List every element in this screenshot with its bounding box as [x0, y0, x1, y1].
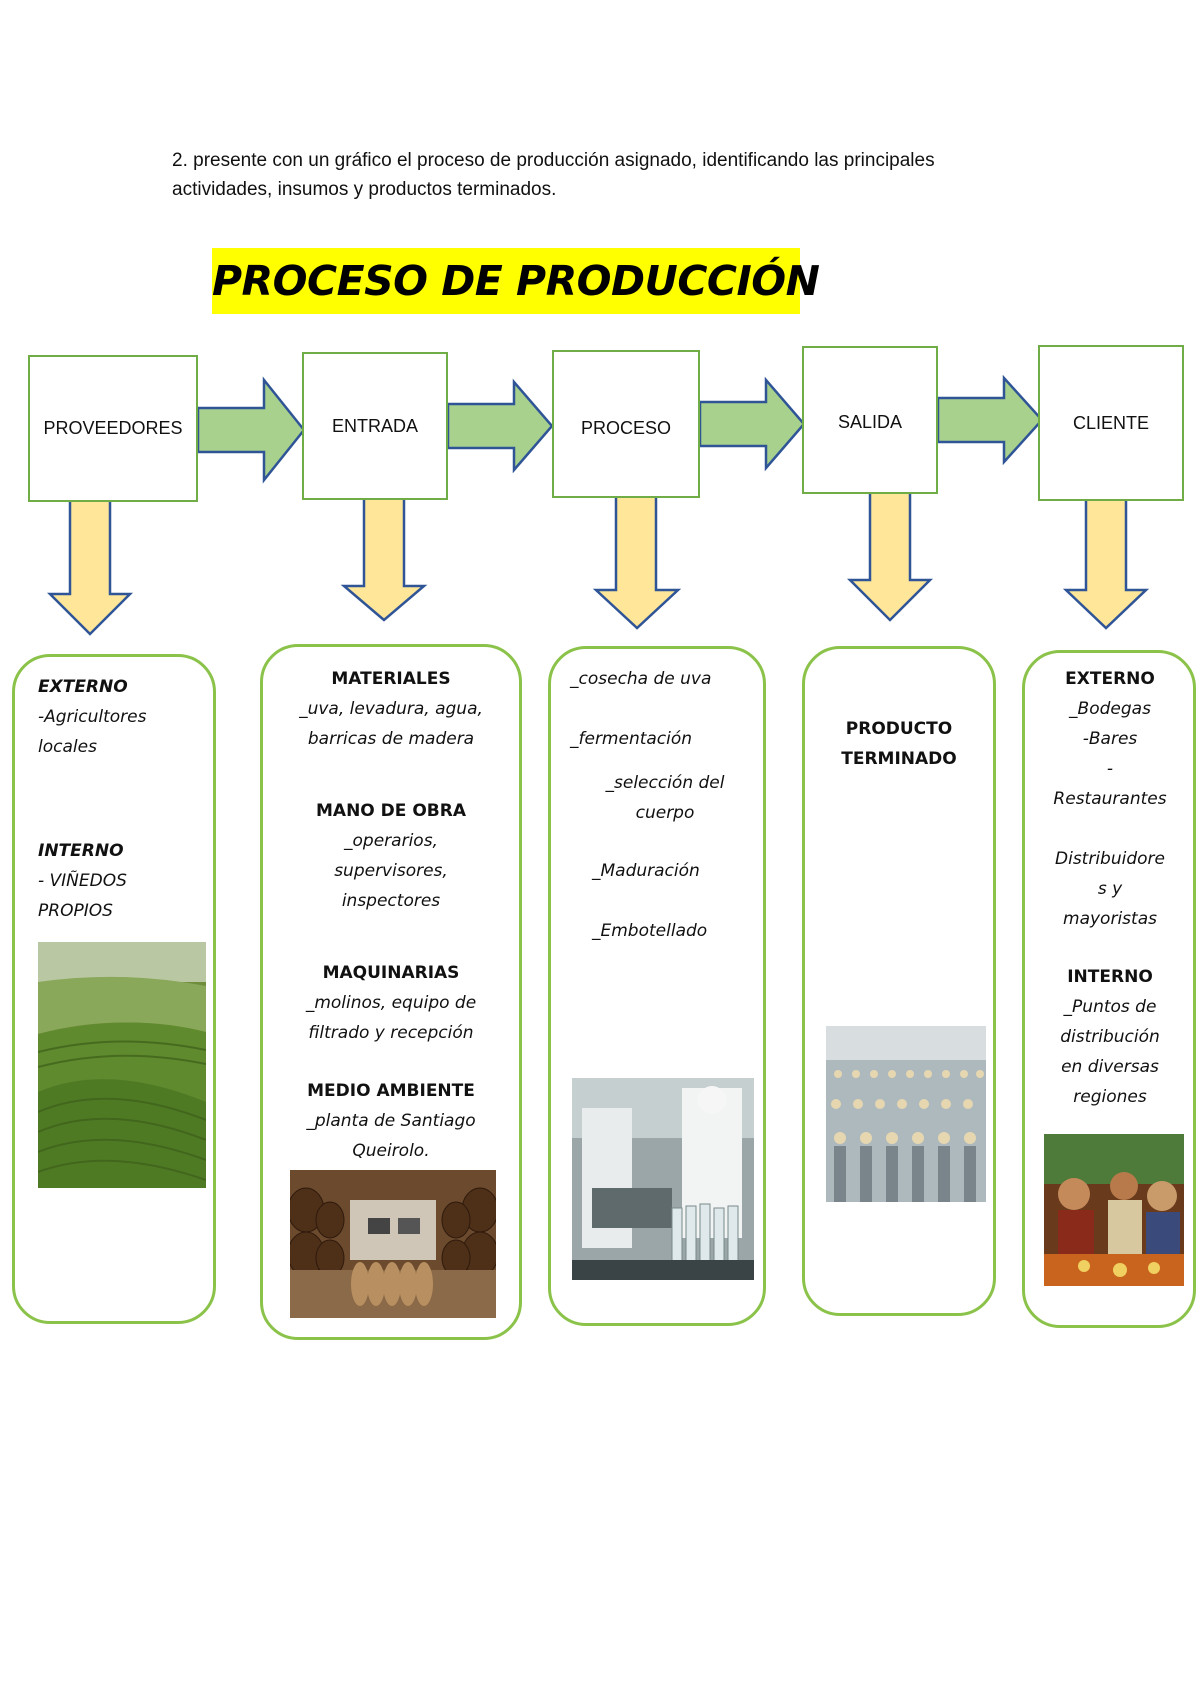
flow-arrow-2: [446, 378, 554, 474]
stage-label-cliente: CLIENTE: [1072, 412, 1150, 433]
entrada-maquinarias-heading: MAQUINARIAS: [322, 963, 460, 983]
page-title: PROCESO DE PRODUCCIÓN: [212, 248, 820, 314]
proveedores-externo-line-2: locales: [38, 737, 97, 757]
stage-label-proceso: PROCESO: [580, 418, 672, 438]
stage-box-salida: SALIDA: [802, 346, 938, 494]
cliente-externo-distribuidores-line-3: mayoristas: [1063, 909, 1157, 929]
proceso-step-fermentacion: _fermentación: [570, 729, 693, 749]
entrada-medio-ambiente-line-2: Queirolo.: [352, 1141, 430, 1161]
bottling-line-photo: [572, 1078, 754, 1280]
cliente-interno-line-1: _Puntos de: [1063, 997, 1157, 1017]
entrada-medio-ambiente-line-1: _planta de Santiago: [306, 1111, 476, 1131]
proceso-step-maduracion: _Maduración: [592, 861, 700, 881]
stage-box-entrada: ENTRADA: [302, 352, 448, 500]
stage-label-entrada: ENTRADA: [331, 415, 418, 436]
proveedores-interno-line-2: PROPIOS: [38, 901, 113, 921]
stage-label-proveedores: PROVEEDORES: [43, 418, 183, 438]
panel-entrada-text: MATERIALES _uva, levadura, agua, barrica…: [268, 664, 514, 1166]
panel-proceso-text: _cosecha de uva _fermentación _selección…: [570, 664, 760, 946]
cliente-externo-distribuidores-line-2: s y: [1097, 879, 1123, 899]
entrada-maquinarias-line-2: filtrado y recepción: [308, 1023, 474, 1043]
cliente-externo-dash: -: [1106, 759, 1114, 779]
stage-label-salida: SALIDA: [837, 412, 903, 432]
down-arrow-1: [46, 478, 134, 636]
entrada-materiales-line-1: _uva, levadura, agua,: [299, 699, 483, 719]
entrada-materiales-line-2: barricas de madera: [307, 729, 475, 749]
bottles-photo: [826, 1026, 986, 1202]
entrada-mano-obra-heading: MANO DE OBRA: [316, 801, 466, 821]
cliente-externo-heading: EXTERNO: [1065, 669, 1155, 689]
stage-box-proceso: PROCESO: [552, 350, 700, 498]
customers-photo: [1044, 1134, 1184, 1286]
instruction-line-1: 2. presente con un gráfico el proceso de…: [172, 150, 935, 171]
cliente-externo-restaurantes: Restaurantes: [1053, 789, 1167, 809]
proveedores-externo-line-1: -Agricultores: [38, 707, 147, 727]
proveedores-externo-heading: EXTERNO: [38, 677, 128, 697]
entrada-materiales-heading: MATERIALES: [331, 669, 451, 689]
flow-arrow-4: [936, 374, 1044, 466]
stage-box-cliente: CLIENTE: [1038, 345, 1184, 501]
entrada-mano-obra-line-3: inspectores: [341, 891, 441, 911]
proceso-step-cosecha: _cosecha de uva: [570, 669, 712, 689]
panel-salida-text: PRODUCTO TERMINADO: [812, 714, 986, 774]
flow-arrow-1: [196, 376, 306, 484]
cliente-externo-bodegas: _Bodegas: [1069, 699, 1151, 719]
cliente-externo-distribuidores-line-1: Distribuidore: [1055, 849, 1165, 869]
proceso-step-embotellado: _Embotellado: [592, 921, 708, 941]
proveedores-interno-line-1: - VIÑEDOS: [38, 871, 127, 891]
flow-arrow-3: [698, 376, 806, 472]
entrada-maquinarias-line-1: _molinos, equipo de: [305, 993, 477, 1013]
vineyard-photo: [38, 942, 206, 1188]
proceso-step-seleccion-line-1: _selección del: [605, 773, 725, 793]
stage-box-proveedores: PROVEEDORES: [28, 355, 198, 502]
cliente-interno-line-3: en diversas: [1061, 1057, 1159, 1077]
cliente-interno-line-4: regiones: [1073, 1087, 1147, 1107]
proveedores-interno-heading: INTERNO: [38, 841, 124, 861]
instruction-text: 2. presente con un gráfico el proceso de…: [172, 146, 1052, 204]
panel-proveedores-text: EXTERNO -Agricultores locales INTERNO - …: [38, 672, 208, 926]
barrel-cellar-photo: [290, 1170, 496, 1318]
panel-cliente-text: EXTERNO _Bodegas -Bares - Restaurantes D…: [1028, 664, 1192, 1112]
entrada-mano-obra-line-1: _operarios,: [344, 831, 438, 851]
cliente-externo-bares: -Bares: [1082, 729, 1138, 749]
entrada-medio-ambiente-heading: MEDIO AMBIENTE: [307, 1081, 475, 1101]
cliente-interno-heading: INTERNO: [1067, 967, 1153, 987]
salida-producto-heading-line-1: PRODUCTO: [845, 719, 953, 739]
proceso-step-seleccion-line-2: cuerpo: [635, 803, 695, 823]
panel-salida: [802, 646, 996, 1316]
cliente-interno-line-2: distribución: [1060, 1027, 1160, 1047]
instruction-line-2: actividades, insumos y productos termina…: [172, 179, 557, 200]
salida-producto-heading-line-2: TERMINADO: [841, 749, 957, 769]
entrada-mano-obra-line-2: supervisores,: [334, 861, 448, 881]
